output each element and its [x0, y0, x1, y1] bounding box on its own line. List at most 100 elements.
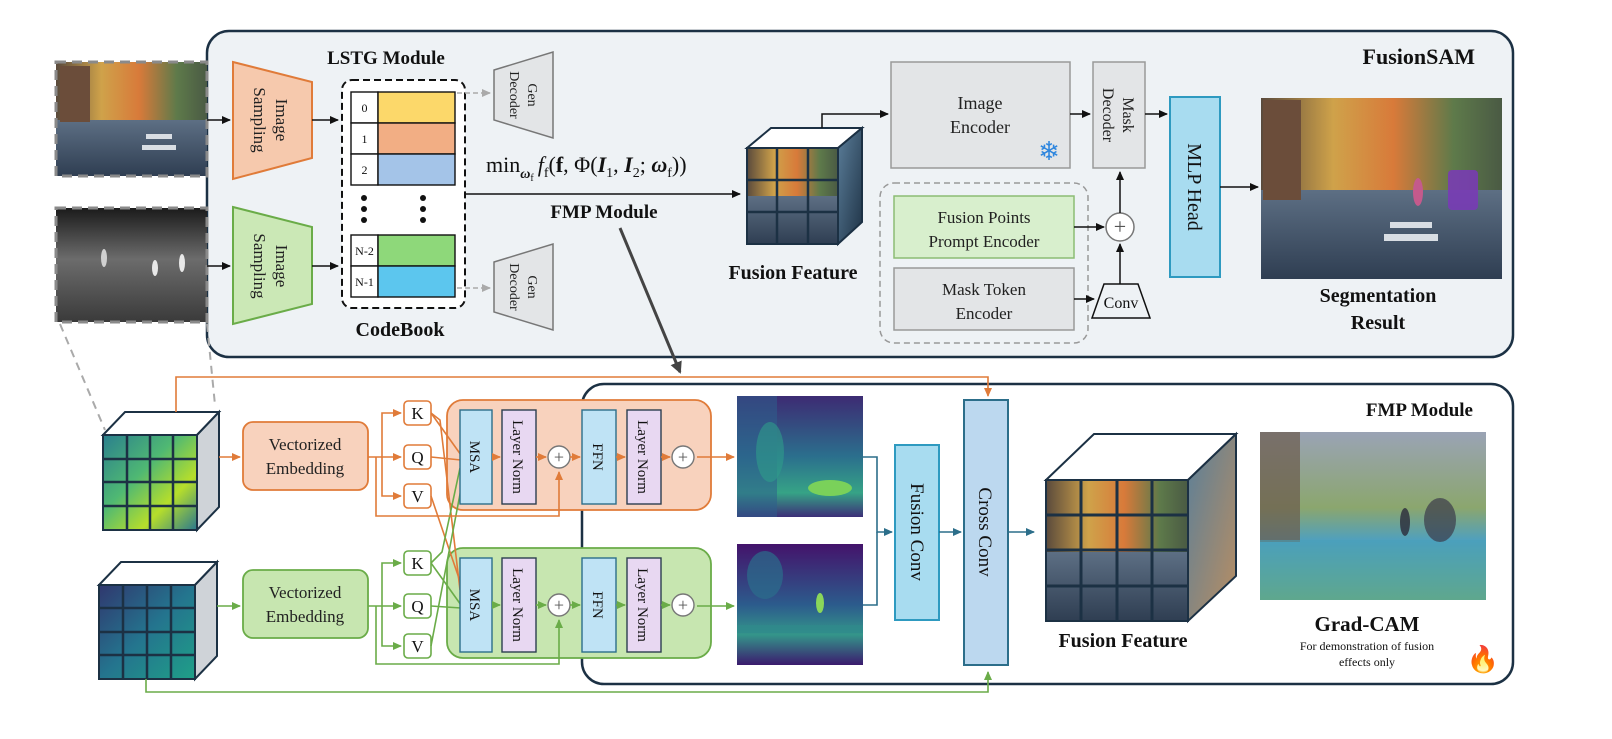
codebook-index-label: 2 — [362, 163, 368, 177]
msa-block-label: MSA — [466, 589, 482, 622]
fusion-feature-cube-bottom — [1043, 431, 1239, 624]
rgb-input-image — [54, 60, 209, 178]
residual-thermal — [375, 606, 563, 665]
feature-cube-rgb — [100, 409, 222, 533]
image-sampling-rgb: ImageSampling — [232, 60, 313, 181]
arrow-heatmap-thermal-to-fusion-conv — [863, 532, 878, 606]
add-node — [671, 593, 695, 617]
msa-block — [459, 409, 493, 505]
segmentation-result-image — [1261, 98, 1502, 279]
q-label: Q — [411, 448, 423, 467]
feature-cube-thermal — [96, 559, 220, 682]
fusion-conv-label: Fusion Conv — [906, 483, 927, 581]
lstg-module-title: LSTG Module — [327, 48, 445, 69]
prompt-encoder-group — [879, 182, 1089, 344]
layer-norm-block-label: Layer Norm — [509, 568, 525, 642]
ffn-block — [581, 557, 617, 653]
attention-heatmap-thermal — [737, 544, 863, 665]
codebook-index-cell — [350, 153, 379, 186]
add-node-top-symbol: + — [1114, 214, 1126, 239]
ffn-block — [581, 409, 617, 505]
qkv-branch-thermal — [368, 559, 402, 650]
fusion-points-box — [893, 195, 1075, 259]
layer-norm-block-label: Layer Norm — [509, 420, 525, 494]
conv-label: Conv — [1104, 295, 1139, 312]
skip-connection-thermal — [145, 671, 992, 693]
gradcam-image — [1260, 432, 1486, 600]
svg-text:GenDecoder: GenDecoder — [506, 263, 539, 311]
mask-token-box — [893, 267, 1075, 331]
msa-block — [459, 557, 493, 653]
add-node-symbol: + — [554, 595, 564, 615]
codebook-index-cell — [350, 265, 379, 298]
zoom-connector-left — [59, 323, 106, 431]
arrow-fmp-to-detail — [618, 227, 682, 374]
ffn-block-label: FFN — [589, 591, 605, 619]
residual-rgb — [375, 457, 563, 517]
k-label: K — [411, 404, 424, 423]
codebook-entry — [377, 153, 456, 186]
attention-heatmap-rgb — [737, 396, 863, 517]
gen-decoder-bottom: GenDecoder — [493, 242, 554, 332]
image-encoder-box — [890, 61, 1071, 169]
fmp-optimization-formula: minωfff(f, Φ(I1, I2; ωf)) — [486, 152, 687, 184]
image-sampling-thermal: ImageSampling — [232, 205, 313, 326]
fusion-feature-cube-top — [744, 125, 865, 247]
layer-norm-block — [501, 409, 537, 505]
arrow-feature-to-image-encoder — [821, 110, 889, 128]
fmp-panel-title: FMP Module — [1366, 400, 1473, 421]
k-label: K — [411, 554, 424, 573]
conv-box — [1090, 283, 1152, 319]
v-label: V — [411, 487, 424, 506]
msa-block-label: MSA — [466, 441, 482, 474]
mlp-head-box — [1169, 96, 1221, 278]
image-sampling-rgb-label: ImageSampling — [250, 87, 291, 153]
snowflake-icon: ❄ — [1038, 137, 1060, 166]
qkv-branch-rgb — [368, 409, 402, 500]
codebook-entry — [377, 91, 456, 124]
codebook-entry — [377, 122, 456, 155]
layer-norm-block — [626, 557, 662, 653]
layer-norm-block-label: Layer Norm — [634, 568, 650, 642]
mlp-head-label: MLP Head — [1183, 143, 1205, 231]
gradcam-label: Grad-CAM — [1315, 612, 1420, 636]
fmp-module-label: FMP Module — [550, 202, 657, 223]
codebook-index-label: N-2 — [355, 244, 374, 258]
v-label: V — [411, 637, 424, 656]
thermal-input-image — [54, 206, 209, 324]
skip-connection-rgb — [175, 376, 992, 412]
codebook-index-label: N-1 — [355, 275, 374, 289]
gen-decoder-top: GenDecoder — [493, 50, 554, 140]
add-node — [671, 445, 695, 469]
add-node-symbol: + — [678, 447, 688, 467]
codebook-title: CodeBook — [356, 319, 446, 341]
add-node-symbol: + — [678, 595, 688, 615]
layer-norm-block — [501, 557, 537, 653]
image-sampling-thermal-label: ImageSampling — [250, 233, 291, 299]
ffn-block-label: FFN — [589, 443, 605, 471]
cross-conv-box — [963, 399, 1009, 666]
add-node-symbol: + — [554, 447, 564, 467]
arrow-heatmap-rgb-to-fusion-conv — [863, 456, 893, 536]
fusionsam-title: FusionSAM — [1363, 44, 1476, 69]
codebook-entry — [377, 234, 456, 267]
vectorized-embedding-thermal — [242, 569, 369, 639]
vectorized-embedding-rgb — [242, 421, 369, 491]
fire-icon: 🔥 — [1467, 644, 1499, 674]
svg-text:GenDecoder: GenDecoder — [506, 71, 539, 119]
codebook-index-label: 0 — [362, 101, 368, 115]
cross-conv-label: Cross Conv — [974, 487, 995, 577]
fusion-feature-label-bottom: Fusion Feature — [1058, 630, 1187, 652]
q-label: Q — [411, 597, 423, 616]
layer-norm-block-label: Layer Norm — [634, 420, 650, 494]
fusion-feature-label-top: Fusion Feature — [728, 262, 857, 284]
